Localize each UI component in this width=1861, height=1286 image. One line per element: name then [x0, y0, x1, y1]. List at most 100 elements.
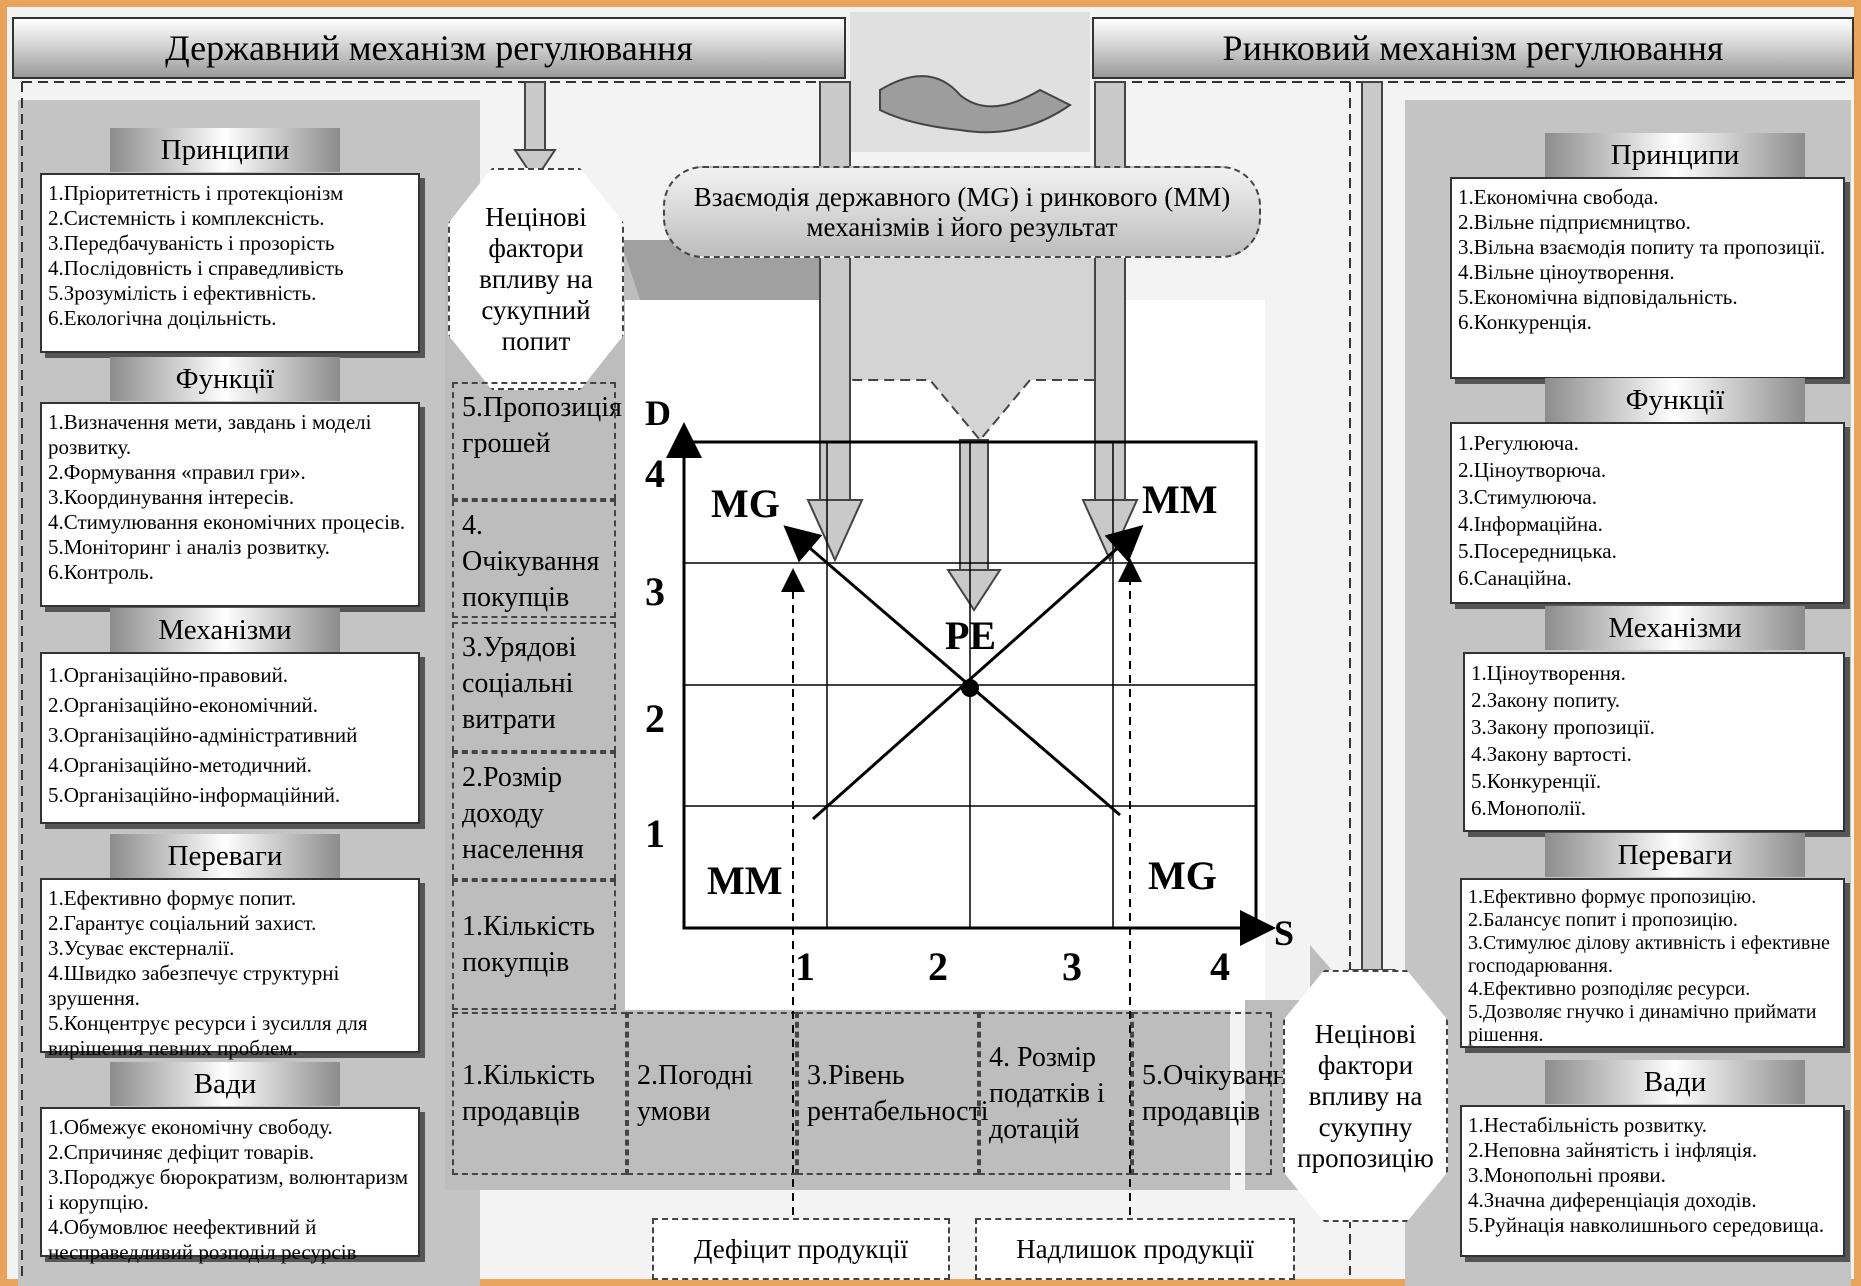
handshake-icon [879, 75, 1072, 134]
right-disadvantages-header: Вади [1545, 1060, 1805, 1104]
supply-factors-title: Нецінові фактори впливу на сукупну пропо… [1297, 1018, 1434, 1173]
right-disadvantages-title: Вади [1643, 1065, 1707, 1098]
y-tick-2: 2 [645, 696, 665, 741]
header-market-mechanism: Ринковий механізм регулювання [1092, 17, 1854, 79]
list-item: 2.Закону попиту. [1471, 688, 1620, 712]
pe-arrow-head [946, 569, 1002, 612]
list-item: 2.Системність і комплексність. [48, 206, 325, 230]
y-tick-3: 3 [645, 569, 665, 614]
interaction-title-box: Взаємодія державного (MG) і ринкового (M… [663, 166, 1261, 258]
list-item: 1.Ціноутворення. [1471, 661, 1626, 685]
header-state-title: Державний механізм регулювання [165, 28, 693, 68]
list-item: 2.Балансує попит і пропозицію. [1468, 909, 1738, 931]
demand-factor-5: 5.Пропозиція грошей [452, 382, 622, 500]
left-advantages-list: 1.Ефективно формує попит. 2.Гарантує соц… [40, 878, 420, 1060]
supply-factor-1-text: 1.Кількість продавців [462, 1059, 596, 1127]
header-state-mechanism: Державний механізм регулювання [12, 17, 846, 79]
list-item: 1.Ефективно формує попит. [48, 886, 297, 910]
right-mechanisms-list: 1.Ціноутворення. 2.Закону попиту. 3.Зако… [1463, 652, 1845, 832]
list-item: 1.Нестабільність розвитку. [1468, 1113, 1707, 1137]
supply-factors-title-box: Нецінові фактори впливу на сукупну пропо… [1283, 970, 1448, 1222]
left-advantages-header: Переваги [110, 834, 340, 878]
demand-factor-4-text: 4. Очікування покупців [462, 510, 600, 613]
list-item: 1.Організаційно-правовий. [48, 663, 289, 687]
list-item: 6.Санаційна. [1458, 566, 1572, 590]
left-principles-list: 1.Пріоритетність і протекціонізм 2.Систе… [40, 173, 420, 353]
demand-factor-4: 4. Очікування покупців [452, 500, 616, 618]
supply-factor-3-text: 3.Рівень рентабельності [807, 1059, 989, 1127]
list-item: 3.Стимулююча. [1458, 485, 1597, 509]
right-advantages-header: Переваги [1545, 833, 1805, 877]
list-item: 2.Неповна зайнятість і інфляція. [1468, 1138, 1758, 1162]
x-tick-2: 2 [928, 944, 948, 989]
chart-bg [625, 300, 1265, 1010]
left-functions-header: Функції [110, 357, 340, 401]
right-principles-header: Принципи [1545, 133, 1805, 177]
list-item: 3.Організаційно-адміністративний [48, 723, 358, 747]
supply-factor-4: 4. Розмір податків і дотацій [979, 1012, 1132, 1175]
left-principles-header: Принципи [110, 128, 340, 172]
supply-factor-1: 1.Кількість продавців [452, 1012, 627, 1175]
list-item: 4.Швидко забезпечує структурні зрушення. [48, 961, 340, 1010]
x-tick-3: 3 [1062, 944, 1082, 989]
left-disadvantages-list: 1.Обмежує економічну свободу. 2.Спричиня… [40, 1107, 420, 1264]
list-item: 5.Руйнація навколишнього середовища. [1468, 1213, 1825, 1237]
list-item: 6.Монополії. [1471, 796, 1586, 820]
list-item: 3.Передбачуваність і прозорість [48, 231, 335, 255]
demand-factor-5-text: 5.Пропозиція грошей [462, 392, 622, 459]
x-tick-1: 1 [795, 944, 815, 989]
demand-factor-2: 2.Розмір доходу населення [452, 752, 616, 880]
header-market-title: Ринковий механізм регулювання [1222, 28, 1724, 68]
list-item: 3.Монопольні прояви. [1468, 1163, 1666, 1187]
right-advantages-list: 1.Ефективно формує пропозицію. 2.Балансу… [1460, 878, 1845, 1048]
list-item: 2.Формування «правил гри». [48, 460, 306, 484]
right-functions-list: 1.Регулююча. 2.Ціноутворюча. 3.Стимулююч… [1450, 422, 1845, 604]
supply-factor-2: 2.Погодні умови [627, 1012, 797, 1175]
y-tick-1: 1 [645, 811, 665, 856]
left-functions-title: Функції [175, 362, 275, 395]
x-axis-label: S [1274, 913, 1295, 953]
right-disadvantages-list: 1.Нестабільність розвитку. 2.Неповна зай… [1460, 1105, 1845, 1257]
mg-top-label: MG [711, 481, 780, 526]
demand-factor-2-text: 2.Розмір доходу населення [462, 762, 584, 865]
left-advantages-title: Переваги [167, 839, 283, 872]
list-item: 4.Організаційно-методичний. [48, 753, 312, 777]
list-item: 5.Конкуренції. [1471, 769, 1602, 793]
surplus-label-box: Надлишок продукції [975, 1218, 1295, 1280]
surplus-label: Надлишок продукції [1016, 1233, 1254, 1264]
left-functions-list: 1.Визначення мети, завдань і моделі розв… [40, 402, 420, 607]
right-principles-title: Принципи [1610, 138, 1740, 171]
supply-factor-5: 5.Очікування продавців [1132, 1012, 1300, 1175]
list-item: 1.Ефективно формує пропозицію. [1468, 886, 1757, 908]
list-item: 2.Ціноутворюча. [1458, 458, 1607, 482]
interaction-title: Взаємодія державного (MG) і ринкового (M… [693, 182, 1231, 242]
list-item: 3.Стимулює ділову активність і ефективне… [1468, 932, 1830, 977]
supply-factor-3: 3.Рівень рентабельності [797, 1012, 989, 1175]
mg-bottom-label: MG [1148, 853, 1217, 898]
left-disadvantages-title: Вади [193, 1067, 257, 1100]
mg-arrow-shaft [819, 81, 851, 503]
mm-line [812, 525, 1144, 821]
list-item: 4.Ефективно розподіляє ресурси. [1468, 978, 1751, 1000]
list-item: 1.Регулююча. [1458, 431, 1579, 455]
right-mechanisms-title: Механізми [1608, 611, 1742, 644]
right-advantages-title: Переваги [1617, 838, 1733, 871]
list-item: 4.Вільне ціноутворення. [1458, 260, 1675, 284]
demand-factors-title-box: Нецінові фактори впливу на сукупний попи… [448, 168, 624, 390]
left-down-arrow-head [513, 149, 557, 182]
list-item: 5.Організаційно-інформаційний. [48, 783, 341, 807]
mg-line [783, 525, 1121, 817]
list-item: 2.Спричиняє дефіцит товарів. [48, 1140, 315, 1164]
left-mechanisms-header: Механізми [110, 608, 340, 652]
right-functions-header: Функції [1545, 378, 1805, 422]
list-item: 6.Конкуренція. [1458, 310, 1592, 334]
list-item: 5.Зрозумілість і ефективність. [48, 281, 317, 305]
list-item: 6.Екологічна доцільність. [48, 306, 277, 330]
deficit-label-box: Дефіцит продукції [652, 1218, 950, 1280]
list-item: 4.Стимулювання економічних процесів. [48, 510, 406, 534]
list-item: 5.Моніторинг і аналіз розвитку. [48, 535, 330, 559]
supply-factor-4-text: 4. Розмір податків і дотацій [989, 1041, 1105, 1145]
left-principles-title: Принципи [160, 133, 290, 166]
x-tick-4: 4 [1210, 944, 1230, 989]
supply-factor-5-text: 5.Очікування продавців [1142, 1059, 1301, 1127]
